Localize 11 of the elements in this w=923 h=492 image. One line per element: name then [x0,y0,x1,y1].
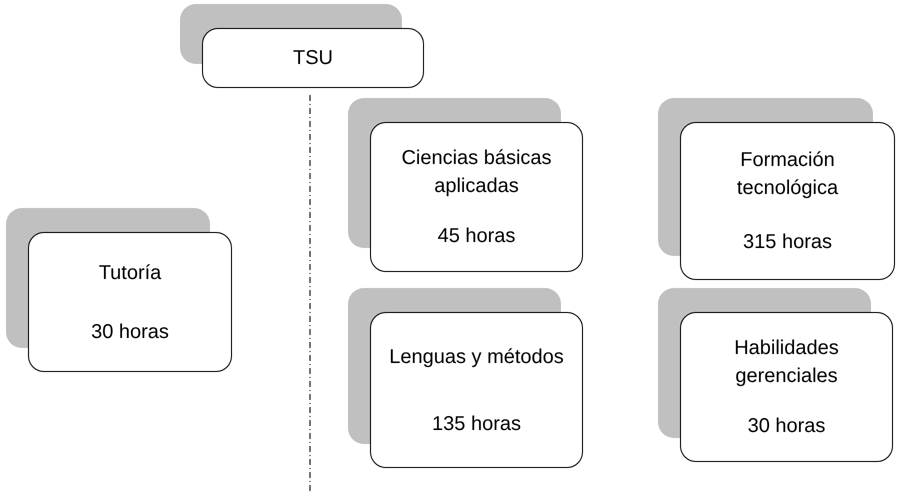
box-title: Habilidades gerenciales [733,336,840,389]
hours-text: 135 horas [432,412,521,436]
hours-text: 45 horas [438,224,516,249]
hours-text: 30 horas [748,414,826,439]
hours-text: 315 horas [743,230,832,255]
box-title: TSU [293,46,333,71]
box-title: Lenguas y métodos [389,344,564,370]
hours-text: 30 horas [91,320,169,344]
box-title: Formación tecnológica [736,148,840,201]
box-title: Ciencias básicas aplicadas [400,146,553,199]
box-title: Tutoría [98,260,162,286]
